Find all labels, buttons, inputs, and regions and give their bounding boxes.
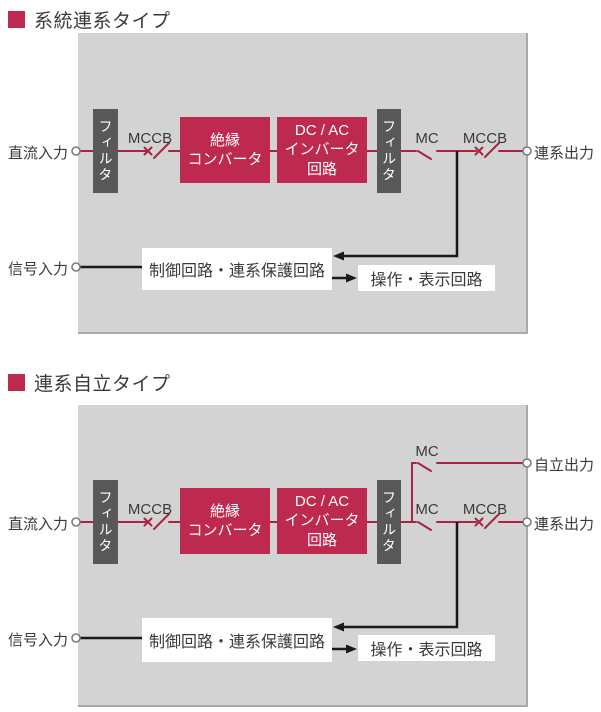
- standalone-output-label: 自立出力: [534, 457, 595, 474]
- arrowhead-into-display-icon: [346, 644, 357, 654]
- output-filter-block: フィルタ: [377, 109, 401, 193]
- arrowhead-into-control-icon: [333, 622, 344, 632]
- isolation-converter-line2: コンバータ: [187, 522, 263, 539]
- grid-output-terminal-icon: [522, 146, 532, 156]
- mccb-in-contact-icon: [143, 146, 153, 156]
- section-title-grid-tie: 系統連系タイプ: [8, 6, 171, 33]
- diagram-standalone: 直流入力 信号入力 自立出力 連系出力 MCCB MC MC MCCB フィルタ…: [0, 405, 601, 712]
- display-circuit-block: 操作・表示回路: [358, 635, 495, 661]
- wire-standalone-branch: [411, 462, 417, 523]
- bullet-square-icon: [8, 11, 25, 28]
- terminals: [71, 146, 532, 272]
- isolation-converter-block: 絶縁 コンバータ: [180, 488, 270, 554]
- signal-input-terminal-icon: [71, 633, 81, 643]
- wire-sense-feedback: [340, 151, 459, 258]
- dcac-inverter-line2: インバータ: [284, 141, 360, 159]
- wire-sense-feedback: [340, 522, 459, 629]
- dcac-inverter-block: DC / AC インバータ 回路: [277, 488, 367, 554]
- arrowhead-into-control-icon: [333, 251, 344, 261]
- arrowheads: [333, 622, 357, 654]
- mccb-in-blade-icon: [153, 142, 170, 159]
- terminals: [71, 458, 532, 643]
- signal-input-label: 信号入力: [7, 261, 68, 278]
- section-title-text: 系統連系タイプ: [34, 11, 171, 32]
- signal-input-label: 信号入力: [7, 632, 68, 649]
- mc-blade-icon: [417, 150, 432, 160]
- wiring-layer: [71, 142, 532, 283]
- dcac-inverter-line1: DC / AC: [294, 121, 350, 139]
- standalone-output-terminal-icon: [522, 458, 532, 468]
- isolation-converter-line1: 絶縁: [209, 502, 240, 520]
- mccb-in-label: MCCB: [127, 501, 173, 518]
- mc-label: MC: [415, 501, 439, 518]
- mccb-out-blade-icon: [484, 142, 500, 158]
- mccb-out-contact-icon: [474, 146, 484, 156]
- diagram-grid-tie: 直流入力 信号入力 連系出力 MCCB MC MCCB フィルタ 絶縁 コンバー…: [0, 33, 601, 335]
- mccb-out-label: MCCB: [462, 130, 508, 147]
- output-filter-block: フィルタ: [377, 480, 401, 564]
- isolation-converter-line2: コンバータ: [187, 151, 263, 168]
- isolation-converter-block: 絶縁 コンバータ: [180, 117, 270, 183]
- signal-wires: [80, 522, 459, 651]
- arrowheads: [333, 251, 357, 283]
- grid-output-terminal-icon: [522, 517, 532, 527]
- bullet-square-icon: [8, 374, 25, 391]
- dc-input-label: 直流入力: [7, 516, 68, 533]
- dcac-inverter-line3: 回路: [306, 160, 337, 178]
- mccb-out-label: MCCB: [462, 501, 508, 518]
- arrowhead-into-display-icon: [346, 273, 357, 283]
- mccb-out-blade-icon: [484, 513, 500, 529]
- input-filter-block: フィルタ: [93, 480, 118, 564]
- dcac-inverter-block: DC / AC インバータ 回路: [277, 117, 367, 183]
- mccb-out-contact-icon: [474, 517, 484, 527]
- grid-output-label: 連系出力: [534, 516, 595, 533]
- control-circuit-block: 制御回路・連系保護回路: [142, 248, 332, 290]
- dc-input-terminal-icon: [71, 517, 81, 527]
- dcac-inverter-line2: インバータ: [284, 512, 360, 530]
- section-title-text: 連系自立タイプ: [34, 374, 171, 395]
- mc-blade-icon: [417, 521, 432, 531]
- mccb-in-contact-icon: [143, 517, 153, 527]
- mc-standalone-label: MC: [415, 443, 439, 460]
- mc-label: MC: [415, 130, 439, 147]
- grid-output-label: 連系出力: [534, 145, 595, 162]
- section-title-standalone: 連系自立タイプ: [8, 369, 171, 396]
- dc-input-terminal-icon: [71, 146, 81, 156]
- dcac-inverter-line1: DC / AC: [294, 492, 350, 510]
- mccb-in-blade-icon: [153, 513, 170, 530]
- control-circuit-block: 制御回路・連系保護回路: [142, 618, 332, 662]
- display-circuit-block: 操作・表示回路: [358, 265, 495, 291]
- wiring-layer: [71, 458, 532, 654]
- input-filter-block: フィルタ: [93, 109, 118, 193]
- signal-input-terminal-icon: [71, 262, 81, 272]
- isolation-converter-line1: 絶縁: [209, 131, 240, 149]
- mc-standalone-blade-icon: [417, 462, 432, 472]
- dc-input-label: 直流入力: [7, 145, 68, 162]
- mccb-in-label: MCCB: [127, 130, 173, 147]
- signal-wires: [80, 151, 459, 280]
- dcac-inverter-line3: 回路: [306, 531, 337, 549]
